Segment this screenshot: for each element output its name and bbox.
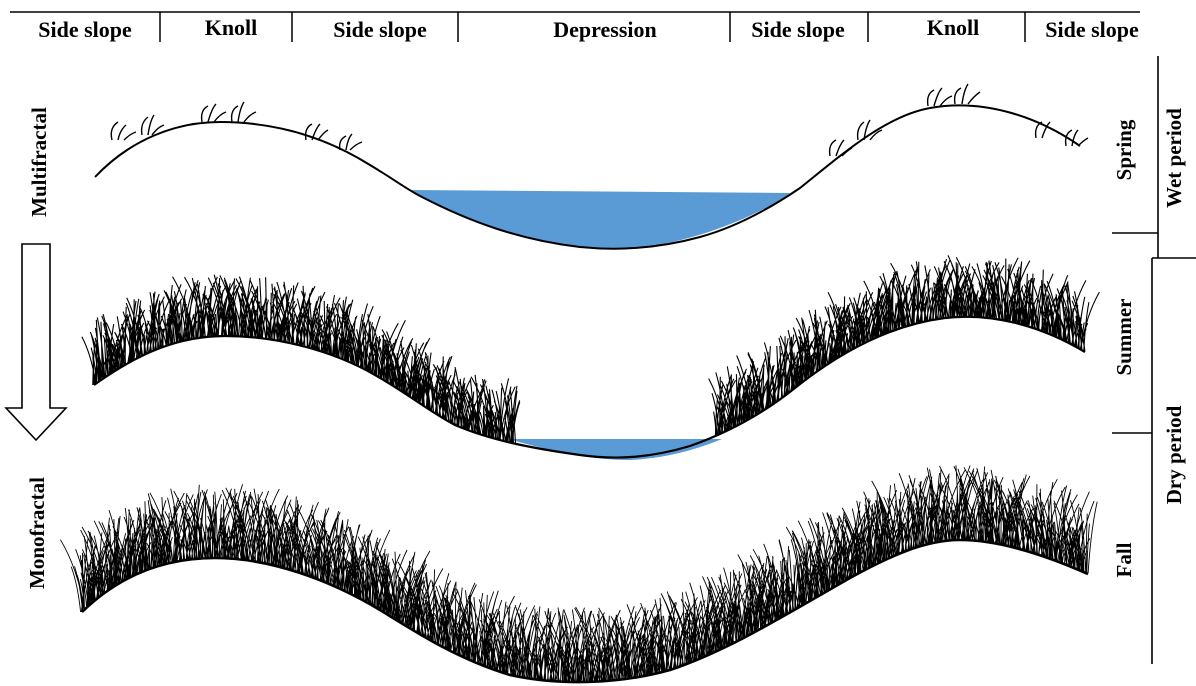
monofractal-label: Monofractal — [25, 477, 49, 589]
season-label-fall: Fall — [1112, 542, 1136, 577]
header-label-side-slope-2: Side slope — [333, 17, 427, 42]
grass-strokes — [60, 465, 1097, 682]
fall-panel: Fall — [60, 465, 1136, 682]
header-label-depression: Depression — [553, 17, 657, 42]
spring-grass-tufts — [111, 84, 1088, 156]
fall-grass-layer — [60, 465, 1097, 682]
header-label-knoll-1: Knoll — [205, 15, 258, 40]
down-arrow-icon — [6, 244, 66, 440]
header-label-side-slope-4: Side slope — [1045, 17, 1139, 42]
period-label-dry: Dry period — [1162, 405, 1186, 504]
season-label-spring: Spring — [1112, 119, 1136, 180]
header-label-side-slope-1: Side slope — [38, 17, 132, 42]
header-label-knoll-2: Knoll — [927, 15, 980, 40]
summer-terrain-profile — [94, 317, 1085, 458]
summer-grass-layer — [82, 255, 1100, 443]
spring-water — [408, 190, 790, 249]
spring-panel: Spring — [95, 84, 1136, 249]
period-label-wet: Wet period — [1162, 108, 1186, 208]
fractal-axis: Multifractal Monofractal — [6, 107, 66, 589]
grass-strokes — [82, 255, 1100, 443]
summer-panel: Summer — [82, 255, 1136, 460]
header-label-side-slope-3: Side slope — [751, 17, 845, 42]
landscape-position-header: Side slope Knoll Side slope Depression S… — [10, 12, 1140, 42]
season-label-summer: Summer — [1112, 299, 1136, 376]
multifractal-label: Multifractal — [27, 107, 51, 217]
